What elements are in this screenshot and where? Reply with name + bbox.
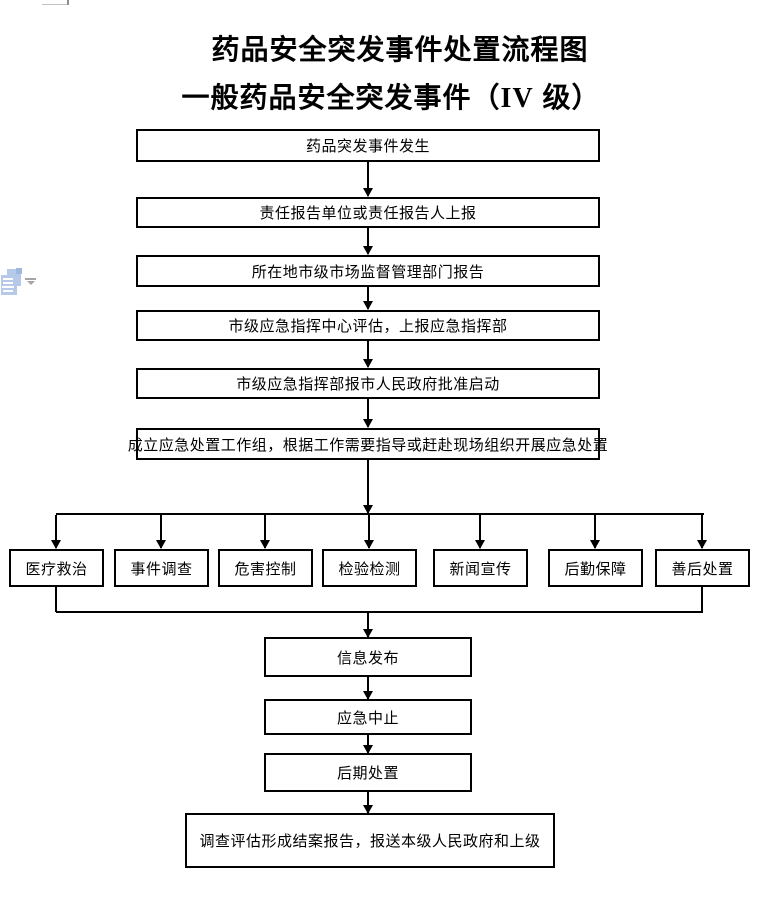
branch-arrow: [364, 515, 374, 549]
step-label: 药品突发事件发生: [305, 138, 430, 155]
branch-arrow: [260, 515, 270, 549]
branch-label: 医疗救治: [25, 560, 88, 578]
box-later-disposal: 后期处置: [264, 753, 472, 792]
down-arrow: [363, 399, 373, 428]
box-final-report: 调查评估形成结案报告，报送本级人民政府和上级: [185, 813, 555, 868]
tail-label: 后期处置: [336, 765, 399, 782]
branch-label: 后勤保障: [564, 560, 627, 578]
merge-line: [56, 611, 703, 613]
distribution-line: [56, 513, 704, 515]
branch-label: 检验检测: [338, 560, 401, 578]
tail-label: 调查评估形成结案报告，报送本级人民政府和上级: [199, 833, 541, 850]
subtitle-suffix: 级）: [533, 82, 601, 113]
branch-label: 危害控制: [234, 560, 297, 578]
down-arrow: [363, 287, 373, 310]
dropdown-bar: [25, 278, 36, 280]
down-arrow: [363, 735, 373, 754]
step-box-setup-workgroup: 成立应急处置工作组，根据工作需要指导或赶赴现场组织开展应急处置: [128, 428, 608, 460]
step-box-command-center-assess: 市级应急指挥中心评估，上报应急指挥部: [136, 310, 600, 341]
page-subtitle: 一般药品安全突发事件（IV 级）: [0, 76, 760, 116]
step-label: 市级应急指挥中心评估，上报应急指挥部: [228, 318, 508, 335]
step-box-incident-occurs: 药品突发事件发生: [136, 129, 600, 162]
branch-arrow: [156, 515, 166, 549]
document-page-front-icon: [1, 275, 17, 295]
branch-label: 事件调查: [130, 560, 193, 578]
box-emergency-termination: 应急中止: [264, 699, 472, 735]
branch-label: 善后处置: [671, 560, 734, 578]
down-arrow: [363, 228, 373, 255]
branch-box-logistics-support: 后勤保障: [548, 549, 643, 587]
subtitle-prefix: 一般药品安全突发事件（: [181, 82, 501, 113]
text-boundary-corner-mark: [42, 4, 68, 5]
branch-arrow: [475, 515, 485, 549]
step-label: 市级应急指挥部报市人民政府批准启动: [236, 376, 500, 393]
subtitle-level-roman: IV: [500, 83, 534, 114]
merge-stub-left: [55, 587, 57, 612]
down-arrow: [363, 677, 373, 700]
down-arrow: [363, 792, 373, 814]
icon-text-line: [3, 282, 13, 284]
icon-text-line: [2, 286, 14, 288]
tail-label: 应急中止: [336, 709, 399, 727]
page-title: 药品安全突发事件处置流程图: [0, 28, 760, 68]
branch-box-hazard-control: 危害控制: [218, 549, 313, 587]
branch-arrow: [697, 515, 707, 549]
down-arrow: [363, 341, 373, 368]
page-title-text: 药品安全突发事件处置流程图: [211, 34, 589, 65]
down-arrow: [363, 162, 373, 197]
step-box-government-approval: 市级应急指挥部报市人民政府批准启动: [136, 368, 600, 399]
text-boundary-corner-mark-vertical: [67, 0, 69, 5]
down-arrow: [363, 613, 373, 638]
step-label: 成立应急处置工作组，根据工作需要指导或赶赴现场组织开展应急处置: [127, 436, 609, 454]
paste-options-icon[interactable]: [1, 268, 23, 296]
icon-text-line: [3, 278, 13, 280]
step-box-market-supervision-report: 所在地市级市场监督管理部门报告: [136, 255, 600, 287]
tail-label: 信息发布: [336, 649, 399, 667]
step-label: 责任报告单位或责任报告人上报: [259, 205, 477, 222]
dropdown-arrow-icon[interactable]: [25, 278, 36, 286]
merge-stub-right: [701, 587, 703, 612]
branch-box-news-publicity: 新闻宣传: [433, 549, 528, 587]
branch-box-medical-treatment: 医疗救治: [9, 549, 104, 587]
icon-text-line: [3, 290, 13, 292]
dropdown-triangle: [27, 281, 35, 285]
step-box-responsible-report: 责任报告单位或责任报告人上报: [136, 197, 600, 228]
branch-box-incident-investigation: 事件调查: [114, 549, 209, 587]
branch-label: 新闻宣传: [449, 560, 512, 578]
step-label: 所在地市级市场监督管理部门报告: [251, 263, 485, 281]
branch-arrow: [590, 515, 600, 549]
branch-box-inspection-testing: 检验检测: [322, 549, 417, 587]
branch-arrow: [51, 515, 61, 549]
branch-box-aftermath-disposal: 善后处置: [655, 549, 750, 587]
down-arrow: [363, 460, 373, 514]
box-information-release: 信息发布: [264, 637, 472, 677]
